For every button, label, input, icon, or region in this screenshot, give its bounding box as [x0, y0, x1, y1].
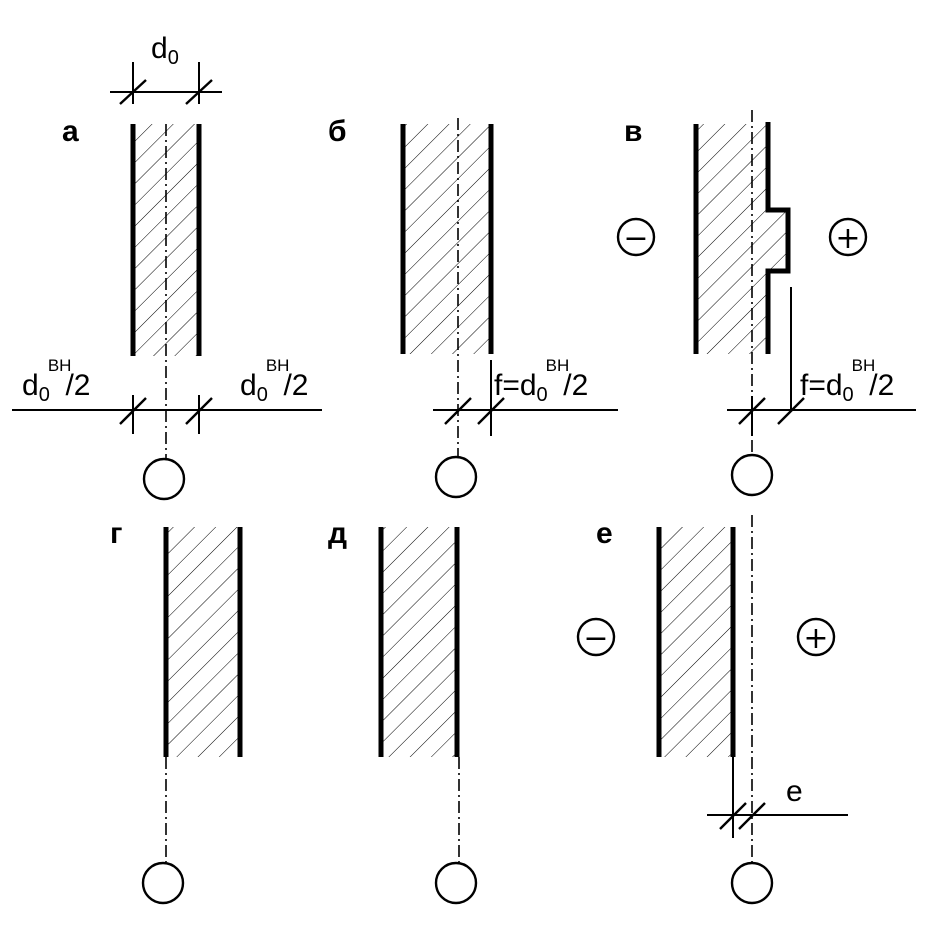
- sign-plus-v: +: [828, 217, 868, 257]
- dimension-d0vn-half: d0ВН/2 d0ВН/2: [12, 356, 322, 434]
- d0vn-right-tail: /2: [283, 369, 308, 402]
- node-circle-a: [142, 457, 186, 501]
- node-circle-v: [730, 453, 774, 497]
- d0vn-right-symbol: d: [240, 369, 257, 402]
- svg-text:d0: d0: [151, 32, 179, 69]
- dimension-e: е: [707, 757, 848, 838]
- node-circle-g: [141, 861, 185, 905]
- node-circle-e: [730, 861, 774, 905]
- dimension-f-b: f=d0 ВН/2: [433, 356, 618, 436]
- node-circle-b: [434, 455, 478, 499]
- wall-section-b: [403, 124, 491, 354]
- eccentricity-label: е: [786, 775, 803, 808]
- svg-text:−: −: [583, 621, 608, 656]
- f-sup-v: ВН: [852, 356, 876, 375]
- panel-v: в − + f=d0 ВН/2: [616, 110, 916, 497]
- f-sub-b: 0: [537, 384, 548, 406]
- wall-section-d: [381, 527, 457, 757]
- svg-text:f=d0ВН/2: f=d0 ВН/2: [494, 356, 588, 406]
- sign-minus-e: −: [576, 617, 616, 657]
- panel-label-e: е: [596, 517, 613, 550]
- wall-face-right-v: [765, 122, 791, 354]
- f-sup-b: ВН: [546, 356, 570, 375]
- d0-subscript: 0: [168, 47, 179, 69]
- panel-label-v: в: [624, 115, 642, 148]
- panel-label-g: г: [110, 517, 123, 550]
- panel-a: а d0 d0ВН/2 d0ВН/2: [12, 32, 322, 501]
- panel-e: е − + е: [576, 515, 848, 905]
- panel-label-b: б: [328, 115, 347, 148]
- sign-plus-e: +: [796, 617, 836, 657]
- f-sub-v: 0: [843, 384, 854, 406]
- f-equation-v: f=d: [800, 369, 843, 402]
- f-tail-b: /2: [563, 369, 588, 402]
- node-circle-d: [434, 861, 478, 905]
- d0vn-right-sup: ВН: [266, 356, 290, 375]
- panel-g: г: [110, 517, 243, 905]
- sign-minus-v: −: [616, 217, 656, 257]
- panel-b: б f=d0 ВН/2: [328, 115, 618, 499]
- d0vn-right-sub: 0: [257, 384, 268, 406]
- d0vn-left-symbol: d: [22, 369, 39, 402]
- wall-section-e: [659, 527, 733, 757]
- f-equation-b: f=d: [494, 369, 537, 402]
- wall-section-g: [166, 527, 240, 757]
- dimension-d0: d0: [110, 32, 222, 105]
- panel-d: д: [328, 517, 478, 905]
- d0vn-left-sup: ВН: [48, 356, 72, 375]
- d0-symbol: d: [151, 32, 168, 65]
- svg-text:d0ВН/2: d0 ВН/2: [240, 356, 308, 406]
- f-tail-v: /2: [869, 369, 894, 402]
- wall-section-v: [696, 124, 788, 354]
- d0vn-left-tail: /2: [65, 369, 90, 402]
- svg-text:+: +: [835, 221, 860, 256]
- svg-text:−: −: [623, 221, 648, 256]
- panel-label-d: д: [328, 517, 347, 550]
- d0vn-left-sub: 0: [39, 384, 50, 406]
- panel-label-a: а: [62, 115, 79, 148]
- dimension-f-v: f=d0 ВН/2: [727, 356, 916, 436]
- svg-text:+: +: [803, 621, 828, 656]
- svg-text:d0ВН/2: d0 ВН/2: [22, 356, 90, 406]
- svg-text:f=d0ВН/2: f=d0 ВН/2: [800, 356, 894, 406]
